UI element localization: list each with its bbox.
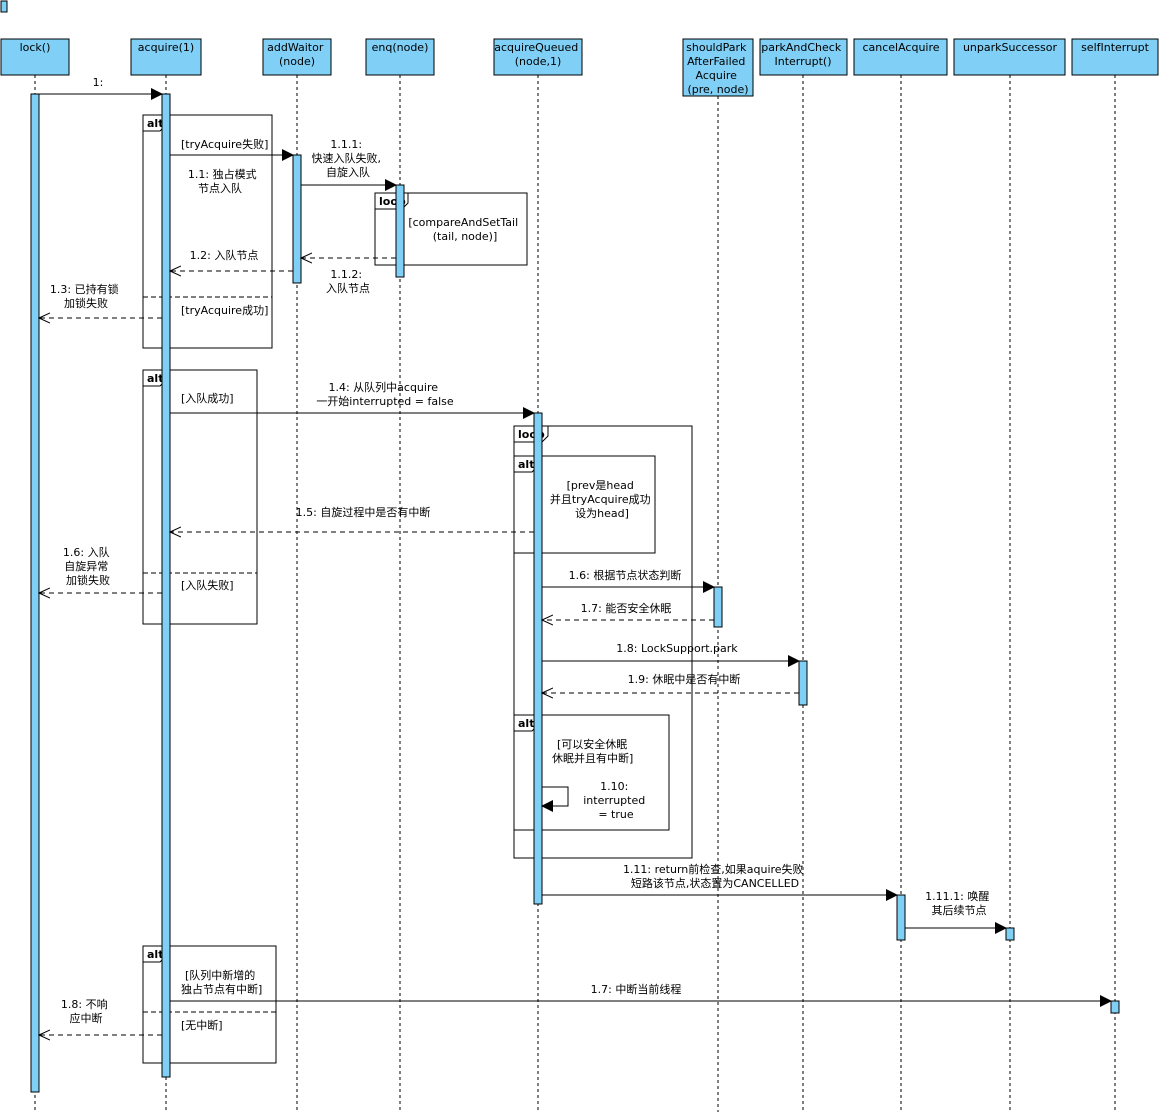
message-1-1-1[interactable]: 1.1.1: 快速入队失败, 自旋入队 <box>301 138 397 191</box>
svg-text:unparkSuccessor: unparkSuccessor <box>963 41 1058 54</box>
svg-text:1.10: interrupted: 1.10: interrupted = true <box>583 780 648 821</box>
message-1-10-self[interactable]: 1.10: interrupted = true <box>541 780 649 821</box>
message-1-8-park[interactable]: 1.8: LockSupport.park <box>542 642 800 667</box>
messages: 1: 1.1: 独占模式 节点入队 1.1.1: 快速入队失败, 自旋入队 1.… <box>39 76 1112 1035</box>
svg-text:1.6: 根据节点状态判断: 1.6: 根据节点状态判断 <box>569 568 682 582</box>
frame-alt-prev-head: alt [prev是head 并且tryAcquire成功 设为head] <box>513 455 656 554</box>
svg-text:1:: 1: <box>93 76 104 89</box>
message-1-3[interactable]: 1.3: 已持有锁 加锁失败 <box>39 282 162 318</box>
guard-safe-park: [可以安全休眠 休眠并且有中断] <box>552 737 633 765</box>
svg-text:alt: alt <box>518 717 534 730</box>
svg-text:lock(): lock() <box>20 41 51 54</box>
svg-text:1.7: 能否安全休眠: 1.7: 能否安全休眠 <box>581 601 672 615</box>
svg-text:1.1.2: 入队节点: 1.1.2: 入队节点 <box>326 268 370 295</box>
participant-enq[interactable]: enq(node) <box>365 38 435 76</box>
participant-lock[interactable]: lock() <box>0 38 70 76</box>
svg-text:1.1.1: 快速入队失败,: 1.1.1: 快速入队失败, 自旋入队 <box>312 138 385 179</box>
svg-text:1.6: 入队 自旋异常 加: 1.6: 入队 自旋异常 加锁失败 <box>63 545 113 587</box>
svg-text:alt: alt <box>518 458 534 471</box>
activation-unparksuccessor <box>1005 927 1015 941</box>
lifelines <box>34 75 1116 1112</box>
svg-text:alt: alt <box>147 372 163 385</box>
svg-text:shouldPark AfterFailed: shouldPark AfterFailed Acquire (pre, nod… <box>686 41 750 96</box>
guard-enqueue-fail: [入队失败] <box>181 578 234 592</box>
message-1-7-self-interrupt[interactable]: 1.7: 中断当前线程 <box>170 982 1112 1007</box>
frame-alt-safe-park: alt [可以安全休眠 休眠并且有中断] <box>513 714 670 831</box>
svg-text:acquireQueued (node,1): acquireQueued (node,1) <box>494 41 581 68</box>
participant-cancelacquire[interactable]: cancelAcquire <box>853 38 948 76</box>
svg-text:1.8: LockSupport.park: 1.8: LockSupport.park <box>616 642 738 655</box>
message-1-5[interactable]: 1.5: 自旋过程中是否有中断 <box>170 505 534 532</box>
activation-parkandcheck <box>798 660 808 706</box>
message-1-2[interactable]: 1.2: 入队节点 <box>170 248 293 271</box>
participant-acquirequeued[interactable]: acquireQueued (node,1) <box>493 38 583 76</box>
message-1-7-can-park[interactable]: 1.7: 能否安全休眠 <box>542 601 714 620</box>
svg-text:1.7: 中断当前线程: 1.7: 中断当前线程 <box>591 982 682 996</box>
participant-shouldpark[interactable]: shouldPark AfterFailed Acquire (pre, nod… <box>682 38 754 97</box>
message-1-1[interactable]: 1.1: 独占模式 节点入队 <box>170 149 294 195</box>
message-1-11[interactable]: 1.11: return前检查,如果aquire失败 短路该节点,状态置为CAN… <box>542 862 898 901</box>
activation-selfinterrupt <box>1110 1000 1120 1014</box>
participant-parkandcheck[interactable]: parkAndCheck Interrupt() <box>759 38 848 76</box>
svg-text:1.2: 入队节点: 1.2: 入队节点 <box>190 248 259 262</box>
svg-text:parkAndCheck Interrupt: parkAndCheck Interrupt() <box>761 41 844 68</box>
guard-no-interrupt: [无中断] <box>181 1018 223 1032</box>
message-1-6-check-state[interactable]: 1.6: 根据节点状态判断 <box>542 568 715 593</box>
svg-text:1.9: 休眠中是否有中断: 1.9: 休眠中是否有中断 <box>628 672 741 686</box>
svg-text:1.8: 不响 应中断: 1.8: 不响 应中断 <box>61 998 111 1025</box>
activation-bars <box>30 93 1120 1093</box>
guard-prev-head: [prev是head 并且tryAcquire成功 设为head] <box>550 479 654 520</box>
activation-addwaitor <box>292 154 302 284</box>
svg-text:acquire(1): acquire(1) <box>138 41 194 54</box>
guard-cas-tail: [compareAndSetTail (tail, node)] <box>408 216 521 243</box>
message-1[interactable]: 1: <box>39 76 163 100</box>
corner-marker <box>0 0 8 13</box>
svg-text:cancelAcquire: cancelAcquire <box>862 41 939 54</box>
message-1-9[interactable]: 1.9: 休眠中是否有中断 <box>542 672 799 693</box>
participant-unparksuccessor[interactable]: unparkSuccessor <box>953 38 1066 76</box>
participant-selfinterrupt[interactable]: selfInterrupt <box>1071 38 1159 76</box>
participant-acquire[interactable]: acquire(1) <box>130 38 202 76</box>
participant-addwaitor[interactable]: addWaitor (node) <box>262 38 332 76</box>
frame-alt-enqueue: alt [入队成功] [入队失败] <box>142 369 258 625</box>
guard-enqueue-success: [入队成功] <box>181 391 234 405</box>
activation-shouldpark <box>713 586 723 628</box>
guard-has-interrupt: [队列中新增的 独占节点有中断] <box>181 968 262 996</box>
svg-text:addWaitor (node): addWaitor (node) <box>267 41 327 68</box>
svg-text:selfInterrupt: selfInterrupt <box>1081 41 1150 54</box>
message-1-1-2[interactable]: 1.1.2: 入队节点 <box>301 258 396 295</box>
svg-text:1.11.1: 唤醒 其后续节点: 1.11.1: 唤醒 其后续节点 <box>925 889 993 917</box>
svg-text:enq(node): enq(node) <box>372 41 429 54</box>
activation-acquirequeued <box>533 412 543 905</box>
participant-heads: lock() acquire(1) addWaitor (node) enq(n… <box>0 38 1159 97</box>
activation-acquire <box>161 93 171 1078</box>
message-1-6-enqueue-fail[interactable]: 1.6: 入队 自旋异常 加锁失败 <box>39 545 162 593</box>
svg-text:1.3: 已持有锁 加锁失败: 1.3: 已持有锁 加锁失败 <box>50 282 122 310</box>
activation-lock <box>30 93 40 1093</box>
guard-tryacquire-fail: [tryAcquire失败] <box>181 137 268 151</box>
frame-alt-interrupt: alt [队列中新增的 独占节点有中断] [无中断] <box>142 945 277 1064</box>
svg-text:1.11: return前检查,如果aquire失败: 1.11: return前检查,如果aquire失败 短路该节点,状态置为CAN… <box>623 862 807 890</box>
svg-text:1.5: 自旋过程中是否有中断: 1.5: 自旋过程中是否有中断 <box>296 505 431 519</box>
activation-enq <box>395 184 405 278</box>
message-1-8-no-interrupt[interactable]: 1.8: 不响 应中断 <box>39 998 162 1035</box>
svg-text:1.4: 从队列中acquire 一开始in: 1.4: 从队列中acquire 一开始interrupted = false <box>316 380 454 408</box>
svg-text:alt: alt <box>147 948 163 961</box>
svg-text:alt: alt <box>147 117 163 130</box>
message-1-4[interactable]: 1.4: 从队列中acquire 一开始interrupted = false <box>170 380 535 419</box>
message-1-11-1[interactable]: 1.11.1: 唤醒 其后续节点 <box>905 889 1007 934</box>
frame-alt-tryacquire: alt [tryAcquire失败] [tryAcquire成功] <box>142 114 273 349</box>
activation-cancelacquire <box>896 894 906 941</box>
guard-tryacquire-success: [tryAcquire成功] <box>181 304 268 317</box>
svg-text:1.1: 独占模式 节点入队: 1.1: 独占模式 节点入队 <box>188 167 260 195</box>
